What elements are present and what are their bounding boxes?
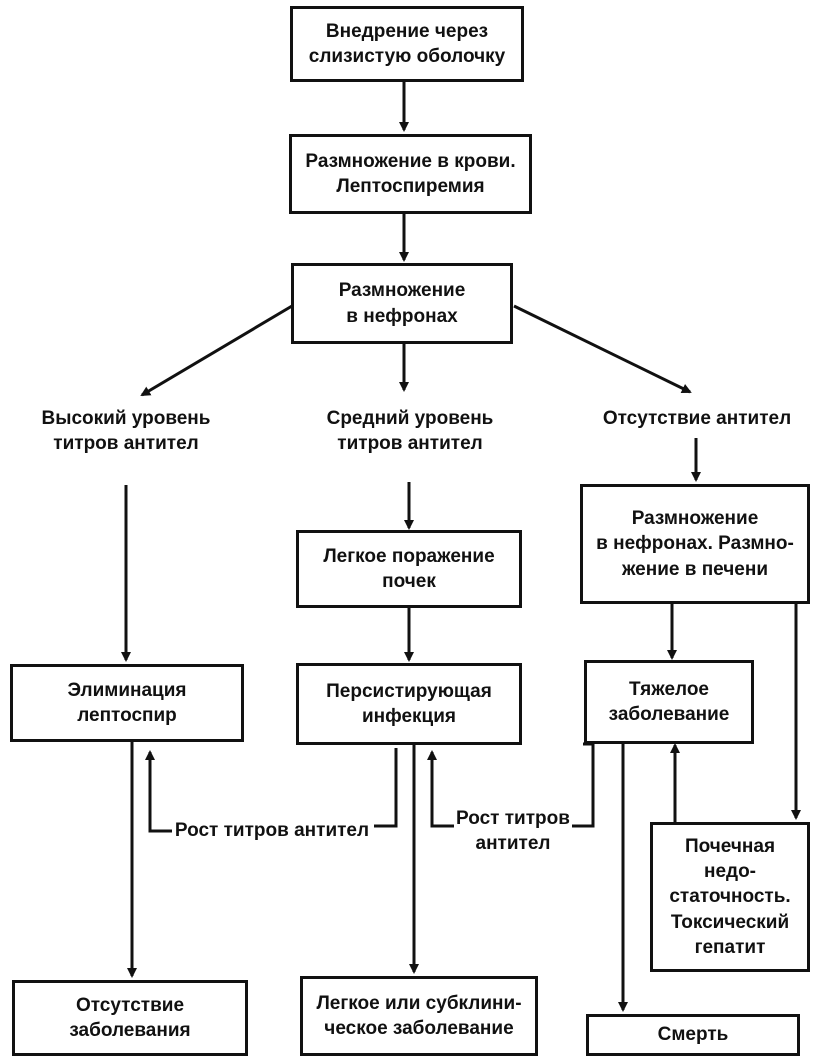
arrow-titer-rise-mid: [427, 750, 458, 828]
line-severe-to-titer-label: [570, 742, 595, 828]
node-mild-subclinical: Легкое или субклини- ческое заболевание: [300, 976, 538, 1056]
label-titer-rise-mid: Рост титров антител: [454, 806, 572, 857]
line-persistent-to-titer-label: [374, 748, 398, 828]
arrow-nephrons-to-high: [140, 304, 293, 397]
label-mid-titer: Средний уровень титров антител: [310, 406, 510, 457]
arrow-nephrons-to-none: [513, 304, 692, 394]
node-blood: Размножение в крови. Лептоспиремия: [289, 134, 532, 214]
node-mild-kidney: Легкое поражение почек: [296, 530, 522, 608]
node-nephrons-liver: Размножение в нефронах. Размно- жение в …: [580, 484, 810, 604]
label-no-antibodies: Отсутствие антител: [584, 406, 810, 432]
node-nephrons: Размножение в нефронах: [291, 263, 513, 344]
arrow-titer-rise-left: [145, 750, 172, 833]
node-entry: Внедрение через слизистую оболочку: [290, 6, 524, 82]
node-elimination: Элиминация лептоспир: [10, 664, 244, 742]
node-persistent: Персистирующая инфекция: [296, 663, 522, 745]
label-titer-rise-left: Рост титров антител: [172, 818, 372, 844]
label-high-titer: Высокий уровень титров антител: [26, 406, 226, 457]
node-severe: Тяжелое заболевание: [584, 660, 754, 744]
node-renal-failure: Почечная недо- статочность. Токсический …: [650, 822, 810, 972]
node-death: Смерть: [586, 1014, 800, 1056]
node-no-disease: Отсутствие заболевания: [12, 980, 248, 1056]
